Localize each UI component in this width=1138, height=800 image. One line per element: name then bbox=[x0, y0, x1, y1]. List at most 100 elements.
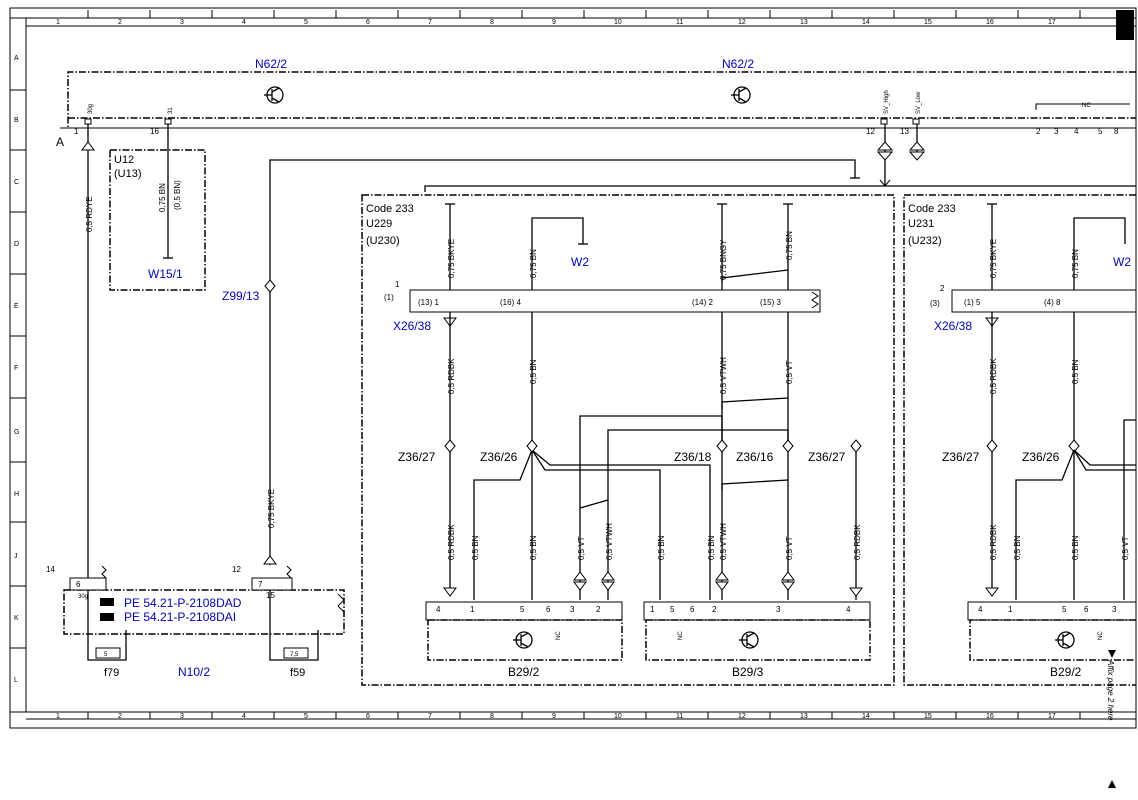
fuse-label: f79 bbox=[104, 667, 119, 679]
pin-number: 2 bbox=[1036, 127, 1041, 136]
code233-right-box: Code 233 U231 (U232) 0,75 BKYE 0,75 BN W… bbox=[903, 194, 1137, 686]
fuse-rating: 5 bbox=[104, 652, 108, 658]
wire-label: 0,5 VTWH bbox=[719, 523, 728, 560]
x26-label: X26/38 bbox=[393, 319, 431, 333]
grid-row-label: J bbox=[14, 553, 18, 560]
grid-column-labels: 1 2 3 4 5 6 7 8 9 10 11 12 13 14 15 16 1… bbox=[56, 19, 1056, 720]
transistor-icon bbox=[739, 631, 759, 649]
pin-label: 3 bbox=[1112, 605, 1117, 614]
transistor-icon bbox=[731, 86, 751, 104]
grid-col-bottom: 14 bbox=[862, 713, 870, 720]
splice-label: Z36/26 bbox=[480, 450, 518, 464]
grid-col-top: 7 bbox=[428, 19, 432, 26]
pin-label: (16) 4 bbox=[500, 298, 521, 307]
pin-label: 3 bbox=[776, 605, 781, 614]
pin-label: 6 bbox=[1084, 605, 1089, 614]
grid-col-top: 2 bbox=[118, 19, 122, 26]
pe-reference-1: PE 54.21-P-2108DAD bbox=[124, 596, 242, 610]
grid-col-bottom: 2 bbox=[118, 713, 122, 720]
pin-label: (15) 3 bbox=[760, 298, 781, 307]
grid-col-top: 11 bbox=[676, 19, 683, 26]
code-label: Code 233 bbox=[908, 203, 956, 215]
nc-label: NC bbox=[1098, 631, 1104, 640]
grid-row-label: K bbox=[14, 615, 19, 622]
x26-right-label: X26/38 bbox=[934, 319, 972, 333]
wire-label: 0,5 VT bbox=[785, 360, 794, 384]
pin-label: 7 bbox=[258, 580, 263, 589]
wire-label: 0,5 RDYE bbox=[85, 196, 94, 232]
pin-label: 30g bbox=[78, 594, 88, 600]
pin-label: (3) bbox=[930, 299, 940, 308]
grid-col-top: 16 bbox=[986, 19, 994, 26]
w15-label: W15/1 bbox=[148, 267, 183, 281]
grid-col-bottom: 13 bbox=[800, 713, 808, 720]
grid-col-bottom: 12 bbox=[738, 713, 746, 720]
wire-label: 0,5 VTWH bbox=[719, 357, 728, 394]
pin-label: (1) 5 bbox=[964, 298, 981, 307]
pin-label: 3 bbox=[570, 605, 575, 614]
pin-label: (4) 8 bbox=[1044, 298, 1061, 307]
splice-label: Z36/27 bbox=[942, 450, 980, 464]
splice-label: Z36/27 bbox=[398, 450, 436, 464]
nc-label: NC bbox=[1082, 103, 1091, 109]
pin-label: 6 bbox=[546, 605, 551, 614]
pin-label: 1 bbox=[395, 280, 400, 289]
wire-label: (0,5 BN) bbox=[173, 180, 182, 210]
pin-label: 31 bbox=[168, 107, 174, 114]
pin-label: 2 bbox=[712, 605, 717, 614]
nc-label: NC bbox=[678, 631, 684, 640]
pin-number: 12 bbox=[866, 127, 875, 136]
corner-mark bbox=[1116, 10, 1134, 40]
nc-label: NC bbox=[556, 631, 562, 640]
pin-label: SV_Low bbox=[916, 91, 922, 114]
n10-label: N10/2 bbox=[178, 665, 210, 679]
fuse-label: f59 bbox=[290, 667, 305, 679]
grid-col-top: 15 bbox=[924, 19, 932, 26]
grid-row-label: L bbox=[14, 677, 18, 684]
wire-label: 0,5 RDBK bbox=[989, 524, 998, 560]
grid-col-bottom: 10 bbox=[614, 713, 622, 720]
grid-col-bottom: 1 bbox=[56, 713, 60, 720]
n62-right-label: N62/2 bbox=[722, 57, 754, 71]
n10-module: 14 6 30g 12 7 15 PE 54.21-P-2108DAD PE 5… bbox=[46, 565, 345, 679]
b29-2-label: B29/2 bbox=[508, 665, 540, 679]
grid-col-top: 3 bbox=[180, 19, 184, 26]
grid-col-top: 17 bbox=[1048, 19, 1056, 26]
pin-label: (1) bbox=[384, 293, 394, 302]
code233-left-box: Code 233 U229 (U230) 0,75 BKYE 0,75 BN W… bbox=[361, 194, 895, 686]
wire-label: 0,75 BN bbox=[158, 183, 167, 212]
transistor-icon bbox=[264, 86, 284, 104]
wire-label: 0,75 BKYE bbox=[447, 239, 456, 278]
w2-label: W2 bbox=[571, 255, 589, 269]
b29-2-right-label: B29/2 bbox=[1050, 665, 1082, 679]
wire-label: 0,75 BN bbox=[1071, 249, 1080, 278]
grid-row-label: F bbox=[14, 365, 18, 372]
fuse-f79 bbox=[95, 647, 121, 659]
wire-label: 0,75 BKYE bbox=[989, 239, 998, 278]
grid-col-bottom: 9 bbox=[552, 713, 556, 720]
grid-col-top: 8 bbox=[490, 19, 494, 26]
pin-label: 4 bbox=[846, 605, 851, 614]
pin-label: 5 bbox=[1062, 605, 1067, 614]
reference-icon bbox=[100, 598, 114, 621]
grid-col-bottom: 11 bbox=[676, 713, 683, 720]
splice-label: Z36/18 bbox=[674, 450, 712, 464]
w2-right-label: W2 bbox=[1113, 255, 1131, 269]
wire-label: 0,5 BN bbox=[529, 535, 538, 560]
pin-label: 2 bbox=[596, 605, 601, 614]
u232-label: (U232) bbox=[908, 235, 942, 247]
pin-label: 6 bbox=[690, 605, 695, 614]
grid-col-top: 1 bbox=[56, 19, 60, 26]
pin-label: SV_High bbox=[884, 90, 890, 114]
pin-label: 5 bbox=[520, 605, 525, 614]
grid-col-bottom: 3 bbox=[180, 713, 184, 720]
grid-row-label: C bbox=[14, 179, 19, 186]
pin-number: 8 bbox=[1114, 127, 1119, 136]
pin-label: (13) 1 bbox=[418, 298, 439, 307]
grid-col-bottom: 7 bbox=[428, 713, 432, 720]
affix-note: Affix page 2 here bbox=[1106, 650, 1116, 788]
splice-label: Z36/26 bbox=[1022, 450, 1060, 464]
splice-label: Z36/16 bbox=[736, 450, 774, 464]
grid-row-label: A bbox=[14, 55, 19, 62]
pin-label: 5 bbox=[670, 605, 675, 614]
